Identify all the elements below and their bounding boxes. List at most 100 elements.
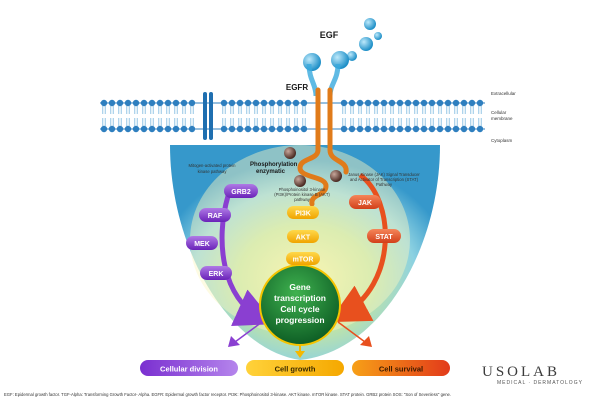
lipid-head [140,99,148,107]
lipid-head [340,125,348,133]
lipid-head [132,99,140,107]
lipid-head [228,99,236,107]
lipid-head [364,99,372,107]
lipid-head [300,99,308,107]
extracellular-label: Extracellular [491,91,516,96]
lipid-head [188,125,196,133]
nucleus: Gene transcription Cell cycle progressio… [259,264,341,346]
lipid-head [420,125,428,133]
lipid-head [100,99,108,107]
egf-ligands [303,18,382,71]
lipid-head [292,125,300,133]
lipid-head [292,99,300,107]
lipid-head [108,125,116,133]
phosphorylation-label-2: enzymatic [256,169,286,175]
lipid-head [180,99,188,107]
svg-text:Cell growth: Cell growth [275,365,316,374]
lipid-head [428,125,436,133]
cytoplasm-label: Cytoplasm [491,138,513,143]
lipid-head [340,99,348,107]
cellular-membrane-label-2: membrane [491,116,513,121]
egfr-label: EGFR [286,83,308,92]
lipid-head [220,99,228,107]
outcome-cellular-division: Cellular division [140,360,238,376]
jak-stat-arrow [328,172,388,323]
footer-abbreviations: EGF: Epidermal growth factor. TGF-Alpha:… [4,392,452,397]
lipid-head [164,125,172,133]
lipid-head [444,125,452,133]
lipid-head [116,125,124,133]
lipid-head [428,99,436,107]
lipid-head [260,125,268,133]
svg-text:GRB2: GRB2 [231,189,251,196]
svg-text:JAK: JAK [358,200,372,207]
jak-pathway-label-1: Janus Kinase (JAK) Signal Transducer [348,172,420,177]
lipid-head [420,99,428,107]
jak-pathway-label-3: Pathway [376,182,393,187]
lipid-head [380,99,388,107]
lipid-head [436,99,444,107]
svg-text:MEK: MEK [194,241,210,248]
lipid-head [380,125,388,133]
lipid-head [108,99,116,107]
lipid-head [372,125,380,133]
lipid-head [236,99,244,107]
node-stat: STAT [367,229,401,243]
lipid-head [356,125,364,133]
lipid-head [140,125,148,133]
lipid-head [396,125,404,133]
lipid-head [236,125,244,133]
phosphorylation-label-1: Phosphorylation [250,162,298,168]
outcome-cell-growth: Cell growth [246,360,344,376]
svg-text:AKT: AKT [296,235,311,242]
node-erk: ERK [200,266,232,280]
svg-text:ERK: ERK [209,271,224,278]
cell-membrane [100,99,485,133]
node-grb2: GRB2 [224,184,258,198]
lipid-head [372,99,380,107]
node-jak: JAK [349,195,381,209]
lipid-head [268,125,276,133]
lipid-head [460,99,468,107]
lipid-head [276,125,284,133]
lipid-head [444,99,452,107]
nucleus-line-4: progression [275,315,324,325]
lipid-head [412,125,420,133]
outcome-cell-survival: Cell survival [352,360,450,376]
svg-text:PI3K: PI3K [295,211,311,218]
cellular-membrane-label-1: Cellular [491,110,507,115]
lipid-head [172,125,180,133]
svg-text:mTOR: mTOR [293,257,314,264]
svg-text:Cellular division: Cellular division [160,365,218,374]
node-pi3k: PI3K [287,206,319,219]
lipid-head [388,99,396,107]
lipid-head [124,99,132,107]
lipid-head [284,99,292,107]
lipid-head [244,125,252,133]
mapk-pathway-label-1: Mitogen-activated protein [188,163,236,168]
svg-text:STAT: STAT [375,234,393,241]
egf-label: EGF [320,30,339,40]
lipid-head [468,99,476,107]
lipid-head [252,125,260,133]
lipid-head [404,99,412,107]
jak-pathway-label-2: and Activator of Transcription (STAT) [350,177,419,182]
lipid-head [388,125,396,133]
svg-text:RAF: RAF [208,213,223,220]
lipid-head [116,99,124,107]
lipid-head [172,99,180,107]
node-mek: MEK [186,236,218,250]
lipid-head [156,99,164,107]
lipid-head [268,99,276,107]
nucleus-line-3: Cell cycle [280,304,319,314]
lipid-head [132,125,140,133]
lipid-head [300,125,308,133]
lipid-head [260,99,268,107]
lipid-head [164,99,172,107]
node-mtor: mTOR [286,252,320,265]
mapk-pathway-label-2: kinase pathway [198,169,228,174]
lipid-head [220,125,228,133]
lipid-head [396,99,404,107]
lipid-head [404,125,412,133]
lipid-head [356,99,364,107]
